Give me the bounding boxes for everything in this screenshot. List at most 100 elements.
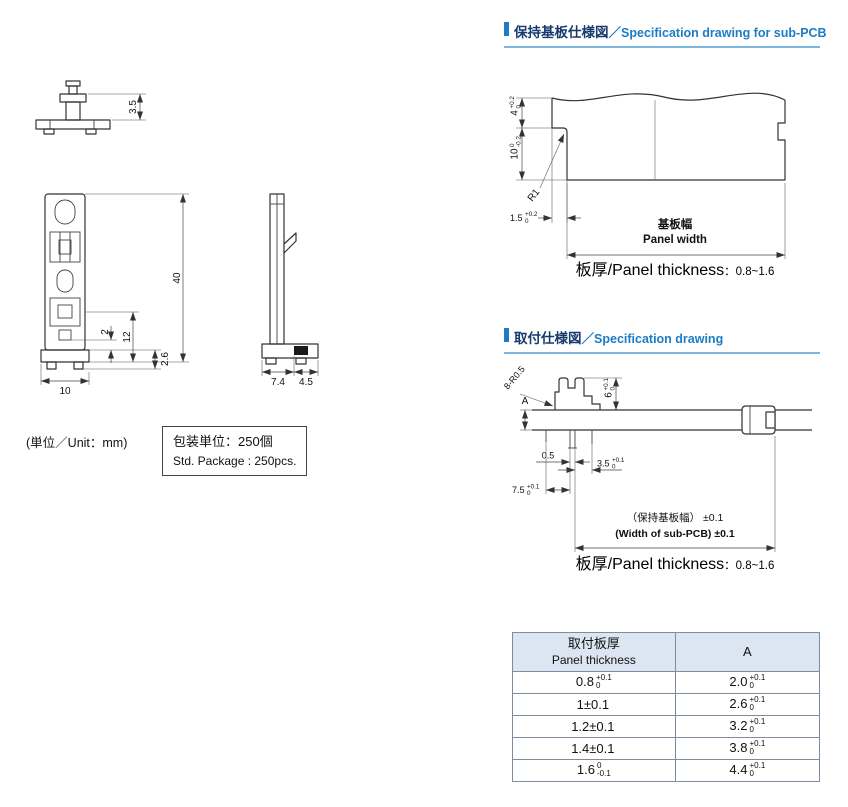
mounting-title-en: Specification drawing bbox=[594, 332, 724, 346]
subpcb-title-divider: ／ bbox=[608, 26, 622, 40]
subpcb-section-header: 保持基板仕様図／Specification drawing for sub-PC… bbox=[504, 21, 827, 48]
tolerance-top: +0.1 bbox=[595, 672, 612, 682]
tolerance-top: +0.1 bbox=[749, 716, 766, 726]
value: 1.4±0.1 bbox=[571, 741, 615, 756]
subpcb-panel-outline bbox=[551, 92, 786, 181]
subpcb-title-jp: 保持基板仕様図 bbox=[514, 25, 609, 40]
tolerance-bottom: 0 bbox=[749, 724, 754, 734]
dim-3-5-value: 3.5 bbox=[597, 459, 610, 469]
table-header-thickness: 取付板厚 Panel thickness bbox=[512, 632, 676, 672]
dim-7-4-and-4-5: 7.4 4.5 bbox=[261, 356, 319, 388]
dim-10: 10 0 -0.2 bbox=[509, 128, 567, 181]
dim-12-label: 12 bbox=[122, 331, 133, 343]
mounting-title-divider: ／ bbox=[581, 332, 595, 346]
tolerance-top: +0.1 bbox=[749, 694, 766, 704]
dim-40-label: 40 bbox=[172, 272, 183, 284]
dim-3-5: 3.5 bbox=[88, 93, 146, 121]
dim-12: 12 bbox=[85, 311, 139, 362]
tolerance-stack: 0-0.1 bbox=[597, 761, 611, 778]
dim-7-5-value: 7.5 bbox=[512, 485, 525, 495]
dim-r1: R1 bbox=[526, 133, 565, 204]
panel-thickness-note: 板厚/Panel thickness：0.8~1.6 bbox=[576, 261, 775, 279]
dim-0-5: 0.5 bbox=[536, 448, 590, 466]
value: 1.2±0.1 bbox=[571, 719, 615, 734]
dim-4-tol-bot: 0 bbox=[516, 105, 523, 109]
tolerance-top: +0.1 bbox=[749, 672, 766, 682]
subpcb-drawing: 4 +0.2 0 10 0 -0.2 R1 1.5 bbox=[509, 92, 786, 279]
dim-8-r0-5-label: 8-R0.5 bbox=[502, 364, 527, 391]
side-view-part bbox=[261, 193, 319, 365]
value: 3.2 bbox=[729, 718, 748, 734]
top-view-drawing: 3.5 bbox=[35, 80, 146, 135]
dim-3-5-tol-top: +0.1 bbox=[612, 457, 625, 464]
mounting-thickness-note: 板厚/Panel thickness：0.8~1.6 bbox=[576, 555, 775, 573]
section-marker bbox=[504, 22, 509, 36]
value: 1±0.1 bbox=[576, 697, 610, 712]
unit-note: (単位／Unit：mm) bbox=[26, 436, 128, 450]
dim-2-6-label: 2.6 bbox=[160, 352, 171, 366]
dim-3-5-tol-bot: 0 bbox=[612, 464, 616, 471]
value: 3.8 bbox=[729, 740, 748, 756]
dim-7-5: 7.5 +0.1 0 bbox=[512, 442, 571, 497]
dim-10: 10 bbox=[40, 364, 90, 397]
tolerance-bottom: 0 bbox=[749, 702, 754, 712]
mounting-drawing: 8-R0.5 A 6 +0.1 0 0.5 bbox=[502, 364, 812, 573]
cell-thickness: 1.4±0.1 bbox=[512, 737, 676, 760]
dim-3-5: 3.5 +0.1 0 bbox=[558, 444, 625, 474]
table-header-row: 取付板厚 Panel thickness A bbox=[512, 632, 821, 672]
panel-thickness-note-value: ：0.8~1.6 bbox=[724, 266, 774, 278]
dim-7-5-tol-bot: 0 bbox=[527, 490, 531, 497]
table-header-a: A bbox=[674, 632, 821, 672]
dim-4-5-label: 4.5 bbox=[299, 377, 313, 388]
mounting-thickness-note-bold: 板厚/Panel thickness bbox=[576, 555, 725, 573]
table-header-thickness-en: Panel thickness bbox=[551, 652, 636, 667]
dim-40: 40 bbox=[85, 193, 189, 363]
dim-6: 6 +0.1 0 bbox=[584, 378, 622, 410]
mounting-thickness-note-value: ：0.8~1.6 bbox=[724, 560, 774, 572]
tolerance-top: +0.1 bbox=[749, 738, 766, 748]
tolerance-bottom: 0 bbox=[595, 680, 601, 690]
dim-4: 4 +0.2 0 bbox=[509, 96, 552, 129]
value: 0.8 bbox=[575, 674, 594, 690]
top-view-part bbox=[35, 80, 111, 135]
dim-10-label: 10 bbox=[59, 386, 71, 397]
mounting-title-jp: 取付仕様図 bbox=[514, 331, 582, 346]
tolerance-bottom: 0 bbox=[749, 746, 754, 756]
dim-7-4-label: 7.4 bbox=[271, 377, 285, 388]
package-box: 包装単位：250個 Std. Package : 250pcs. bbox=[162, 426, 308, 476]
dim-6-tol-bot: 0 bbox=[610, 387, 617, 391]
dim-0-5-label: 0.5 bbox=[542, 451, 555, 461]
dim-2-label: 2 bbox=[100, 329, 111, 335]
tolerance-bottom: 0 bbox=[749, 680, 754, 690]
dim-1-5-tol-top: +0.2 bbox=[525, 211, 538, 218]
dim-10-value: 10 bbox=[510, 148, 521, 160]
value: 2.0 bbox=[729, 674, 748, 690]
subpcb-title-en: Specification drawing for sub-PCB bbox=[621, 26, 827, 40]
tolerance-bottom: 0 bbox=[749, 768, 754, 778]
mounting-panel-outline bbox=[532, 377, 812, 449]
value: 1.6 bbox=[576, 762, 595, 778]
dim-3-5-label: 3.5 bbox=[128, 100, 139, 114]
dim-a-label: A bbox=[522, 396, 529, 407]
side-view-drawing: 7.4 4.5 bbox=[261, 193, 319, 388]
dim-4-tol-top: +0.2 bbox=[509, 96, 516, 109]
dim-2-6: 2.6 bbox=[83, 350, 171, 370]
